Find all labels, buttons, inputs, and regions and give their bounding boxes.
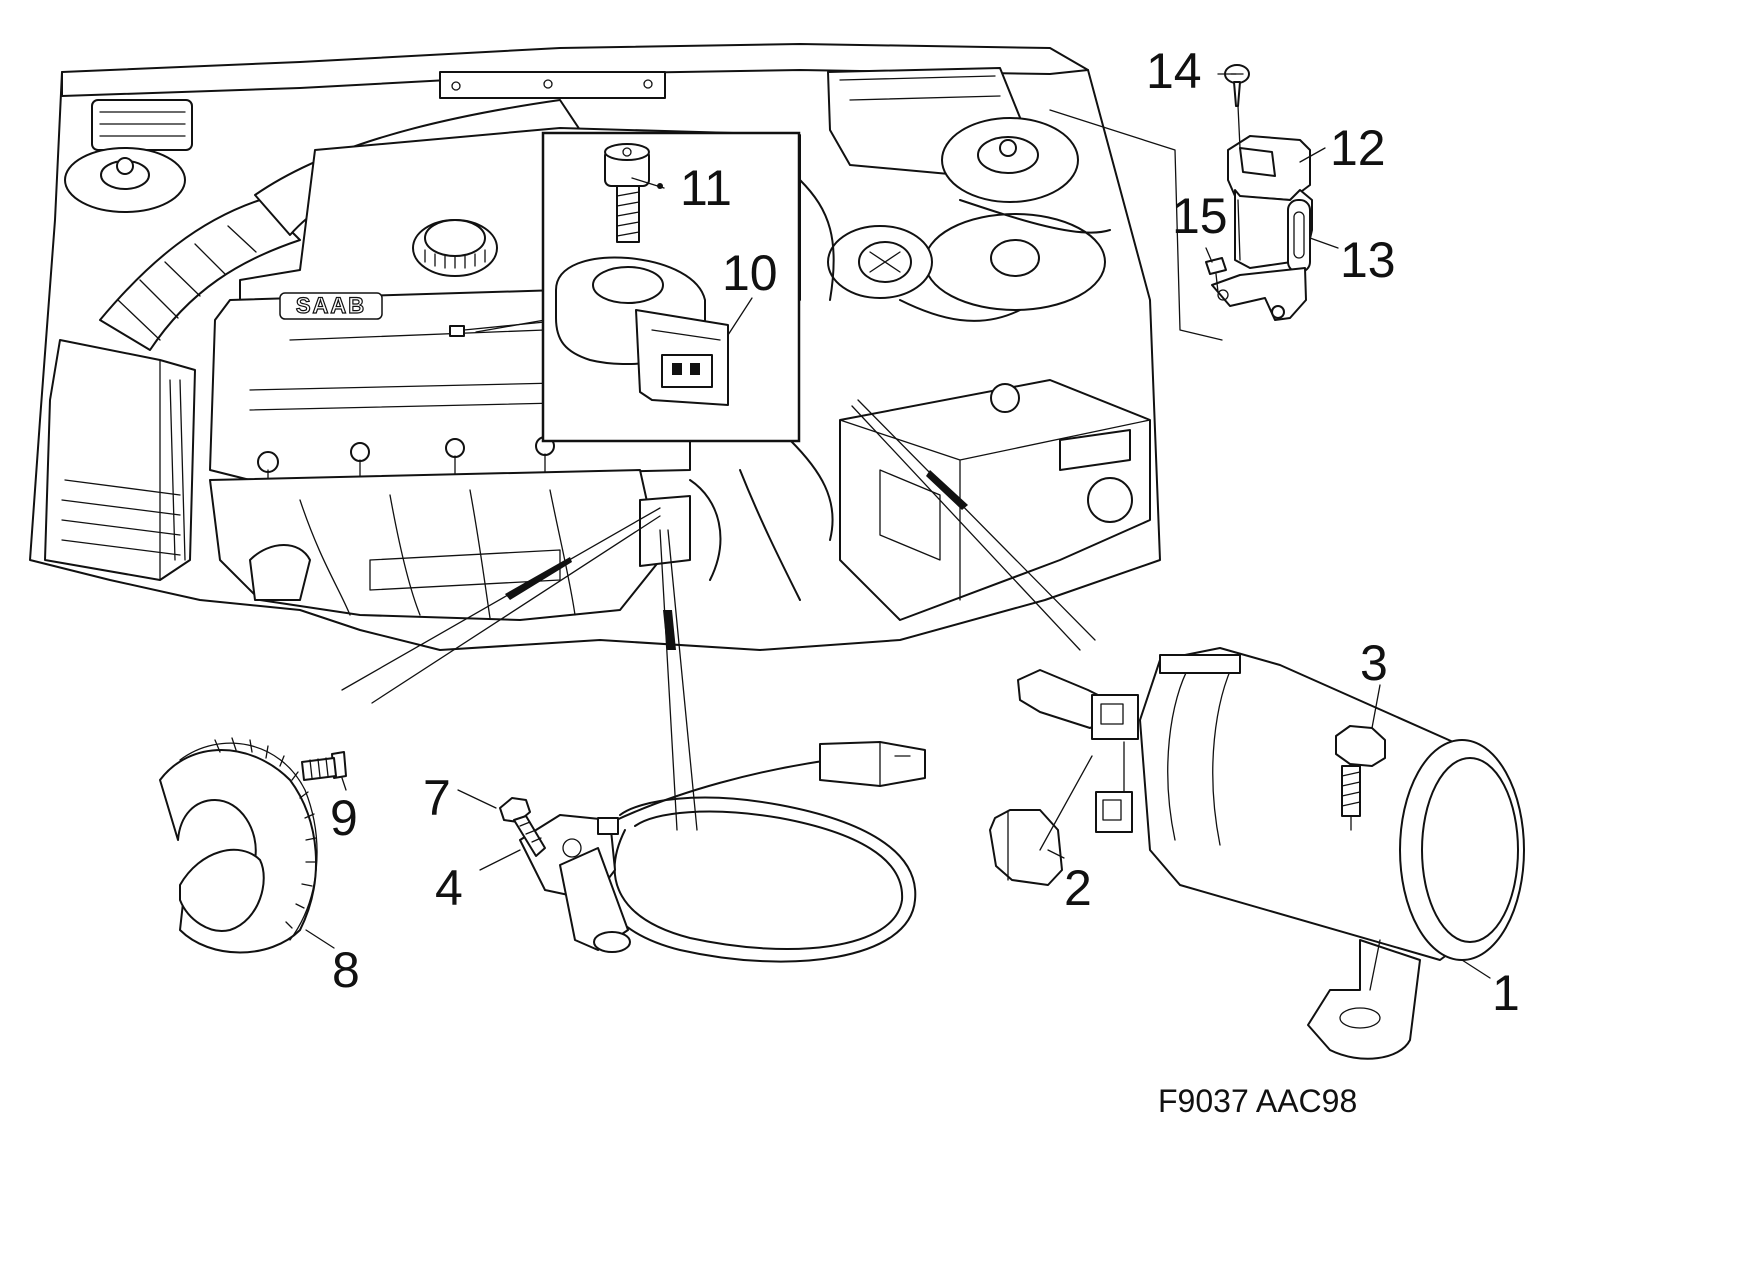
callout-1: 1	[1492, 965, 1520, 1021]
screw-14	[1224, 64, 1250, 107]
brake-fluid-cap	[1087, 477, 1133, 523]
callout-11: 11	[680, 160, 732, 216]
crank-sensor-4	[519, 741, 926, 963]
parts-diagram: SAAB	[29, 43, 1525, 1119]
callout-7: 7	[423, 770, 451, 826]
callout-9: 9	[330, 790, 358, 846]
knock-sensor-10	[555, 256, 729, 406]
callout-2: 2	[1064, 860, 1092, 916]
engine-bay-outline	[29, 43, 1161, 651]
battery-terminal	[990, 383, 1020, 413]
leader-lines	[341, 109, 1223, 831]
engine-brand-badge: SAAB	[296, 293, 366, 318]
sensor-12	[1227, 135, 1311, 201]
screw-15	[1205, 257, 1227, 293]
bolt-9	[301, 751, 347, 781]
callout-12: 12	[1330, 120, 1386, 176]
connector-lower	[1095, 791, 1133, 833]
bracket-13	[1211, 189, 1313, 321]
callout-13: 13	[1340, 232, 1396, 288]
bolt-7	[499, 797, 546, 857]
callout-10: 10	[722, 245, 778, 301]
air-filter-housing	[44, 339, 196, 581]
sensor-bracket-group	[1205, 64, 1313, 321]
bolt-11	[604, 143, 650, 243]
canister-mount-bracket	[1307, 939, 1421, 1060]
bolt-3	[1335, 725, 1386, 831]
connector-plug-2	[989, 755, 1093, 886]
figure-code: F9037 AAC98	[1158, 1083, 1357, 1119]
callout-4: 4	[435, 860, 463, 916]
callout-15: 15	[1172, 188, 1228, 244]
reluctor-ring-8	[159, 737, 318, 954]
knock-sensor-inset	[541, 131, 801, 443]
diagram-canvas: SAAB	[29, 43, 1525, 1119]
relay-box-left	[91, 99, 193, 151]
callout-8: 8	[332, 942, 360, 998]
canister-assembly-1	[1017, 647, 1525, 1060]
connector-upper	[1091, 694, 1139, 740]
callout-3: 3	[1360, 635, 1388, 691]
callout-leaders	[305, 73, 1491, 979]
callout-14: 14	[1146, 43, 1202, 99]
